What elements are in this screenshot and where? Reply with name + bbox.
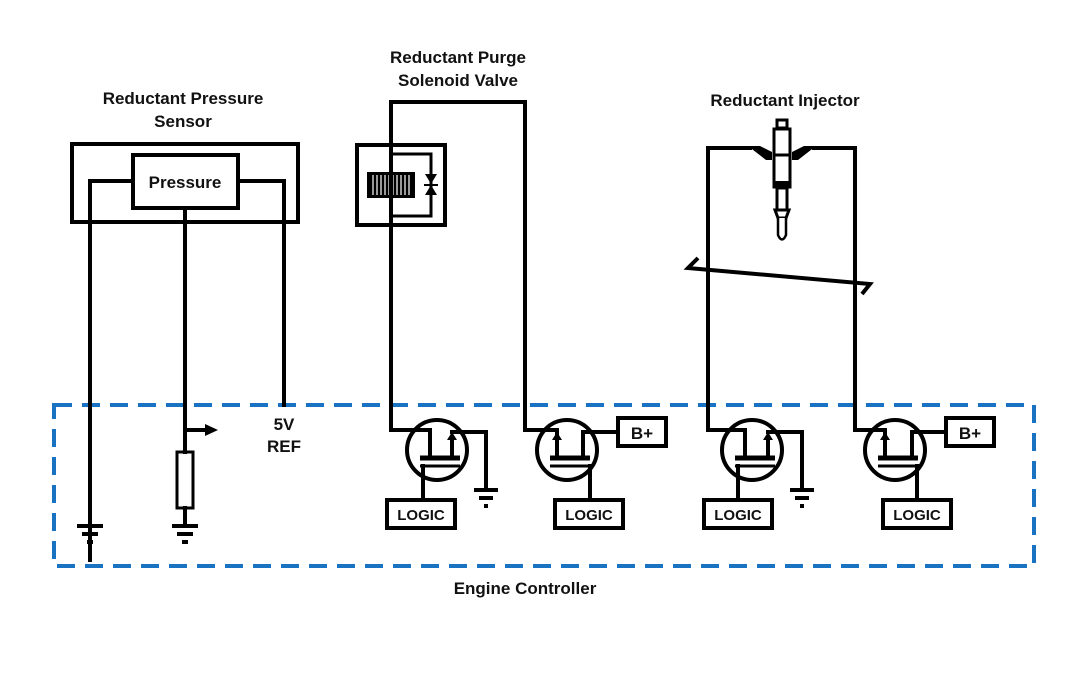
arrow-up-icon	[552, 432, 562, 440]
high-side-driver-injector: B+ LOGIC	[853, 416, 996, 530]
arrow-up-icon	[880, 432, 890, 440]
low-side-driver-injector: LOGIC	[702, 418, 814, 530]
arrow-up-icon	[763, 432, 773, 440]
low-side-driver-valve: LOGIC	[385, 418, 498, 530]
logic-label: LOGIC	[565, 507, 613, 524]
resistor	[175, 450, 195, 510]
injector-seat-left	[748, 146, 772, 160]
ref-label-line1: 5V	[274, 415, 295, 434]
pressure-element-box	[131, 153, 240, 210]
injector-cap	[775, 118, 789, 130]
injector-seat-right	[792, 146, 816, 160]
bplus-box	[944, 416, 996, 448]
transistor-circle	[720, 418, 784, 482]
zener-diode-icon	[424, 174, 438, 195]
harness-break-symbol	[683, 256, 874, 296]
injector-wire-left	[706, 146, 752, 432]
valve-title-line2: Solenoid Valve	[398, 71, 518, 90]
purge-solenoid-valve: Reductant Purge Solenoid Valve	[355, 48, 527, 432]
transistor-circle	[863, 418, 927, 482]
sensor-title-line1: Reductant Pressure	[103, 89, 264, 108]
engine-controller-label: Engine Controller	[454, 579, 597, 598]
signal-input	[183, 424, 218, 436]
pressure-sensor: Reductant Pressure Sensor Pressure	[70, 89, 300, 562]
transistor-circle	[405, 418, 469, 482]
transistor-circle	[535, 418, 599, 482]
engine-controller-boundary	[52, 403, 1036, 568]
logic-box	[881, 498, 953, 530]
sensor-5v-ref-wire	[236, 179, 286, 407]
logic-label: LOGIC	[714, 507, 762, 524]
ref-label-line2: REF	[267, 437, 301, 456]
reductant-injector: Reductant Injector	[683, 91, 874, 432]
arrow-icon	[205, 424, 218, 436]
logic-box	[702, 498, 774, 530]
pressure-element-label: Pressure	[149, 173, 222, 192]
bplus-label: B+	[631, 424, 653, 443]
injector-title: Reductant Injector	[710, 91, 860, 110]
ground-symbol	[172, 524, 198, 544]
valve-wire-loop	[389, 100, 527, 432]
injector-nozzle	[776, 218, 788, 241]
logic-box	[553, 498, 625, 530]
sensor-ground-wire	[88, 179, 135, 562]
valve-title-line1: Reductant Purge	[390, 48, 526, 67]
logic-label: LOGIC	[893, 507, 941, 524]
logic-box	[385, 498, 457, 530]
bplus-box	[616, 416, 668, 448]
bplus-label: B+	[959, 424, 981, 443]
arrow-up-icon	[447, 432, 457, 440]
injector-wire-right	[812, 146, 857, 432]
logic-label: LOGIC	[397, 507, 445, 524]
high-side-driver-valve: B+ LOGIC	[523, 416, 668, 530]
injector-body	[772, 127, 792, 189]
sensor-title-line2: Sensor	[154, 112, 212, 131]
